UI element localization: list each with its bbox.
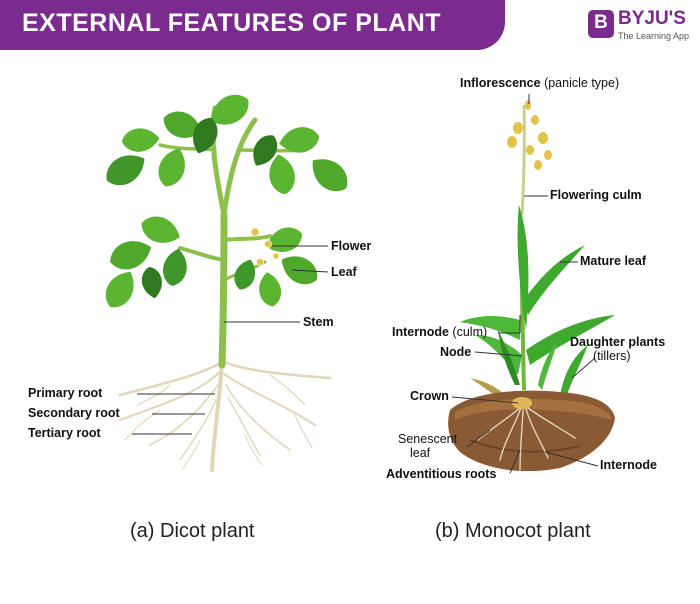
monocot-inflorescence	[507, 100, 552, 216]
label-daughter-plants-note: (tillers)	[593, 349, 631, 363]
label-mature-leaf: Mature leaf	[580, 254, 646, 268]
caption-monocot: (b) Monocot plant	[435, 520, 591, 542]
monocot-leader-lines	[451, 94, 599, 474]
label-node: Node	[440, 345, 472, 359]
label-secondary-root: Secondary root	[28, 406, 120, 420]
caption-dicot: (a) Dicot plant	[130, 520, 255, 542]
page-title: EXTERNAL FEATURES OF PLANT	[22, 9, 442, 37]
monocot-roots	[477, 404, 576, 471]
label-internode-culm: Internode (culm)	[392, 325, 487, 339]
label-tertiary-root: Tertiary root	[28, 426, 101, 440]
logo-mark-letter: B	[594, 12, 608, 33]
label-inflorescence: Inflorescence (panicle type)	[460, 76, 619, 90]
label-inflorescence-note: (panicle type)	[540, 76, 620, 90]
label-flowering-culm: Flowering culm	[550, 188, 642, 202]
byjus-logo: B BYJU'S The Learning App	[588, 8, 696, 44]
label-internode-culm-text: Internode	[392, 325, 449, 339]
logo-name: BYJU'S	[618, 8, 686, 29]
label-senescent-leaf-line2: leaf	[410, 446, 431, 460]
monocot-soil	[448, 390, 615, 472]
label-leaf: Leaf	[331, 265, 357, 279]
label-primary-root: Primary root	[28, 386, 103, 400]
label-crown: Crown	[410, 389, 449, 403]
label-flower: Flower	[331, 239, 372, 253]
logo-tagline: The Learning App	[618, 31, 690, 41]
dicot-roots	[118, 358, 332, 472]
dicot-plant-illustration	[99, 87, 355, 472]
label-inflorescence-text: Inflorescence	[460, 76, 541, 90]
label-adventitious-roots: Adventitious roots	[386, 467, 497, 481]
label-senescent-leaf-line1: Senescent	[398, 432, 458, 446]
label-stem: Stem	[303, 315, 334, 329]
dicot-flowers	[250, 227, 280, 266]
dicot-leader-lines	[132, 245, 329, 435]
label-daughter-plants: Daughter plants	[570, 335, 666, 349]
monocot-crown-shape	[512, 397, 532, 409]
logo-mark-icon: B	[588, 10, 614, 38]
label-internode: Internode	[600, 458, 657, 472]
label-internode-culm-note: (culm)	[448, 325, 488, 339]
monocot-leaves	[460, 205, 615, 402]
title-banner: EXTERNAL FEATURES OF PLANT	[0, 0, 505, 50]
monocot-plant-illustration	[448, 94, 615, 474]
